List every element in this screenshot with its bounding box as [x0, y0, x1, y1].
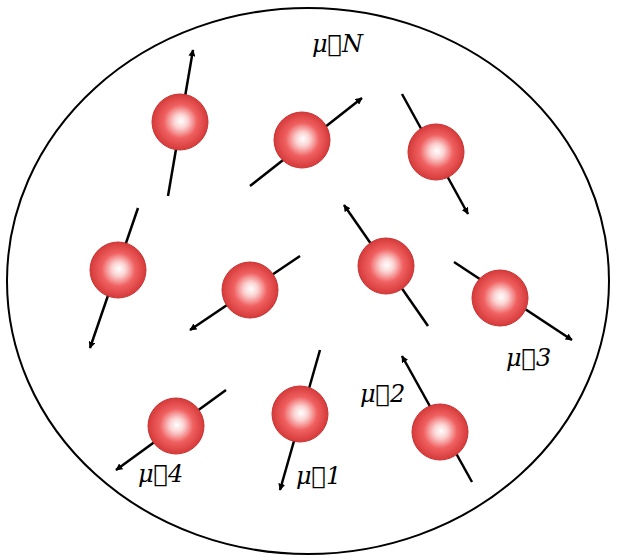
moment-label: μ⃗2 — [360, 380, 405, 409]
particles — [90, 94, 528, 460]
moment-arrow — [344, 205, 428, 326]
particle — [148, 398, 204, 454]
moment-label: μ⃗N — [312, 30, 363, 59]
moment-label: μ⃗1 — [296, 462, 341, 491]
moment-arrow — [250, 98, 362, 186]
particle — [472, 270, 528, 326]
container-outline — [7, 8, 609, 554]
moment-arrow — [402, 94, 468, 214]
moment-label: μ⃗4 — [138, 460, 183, 489]
moment-arrows — [90, 50, 572, 490]
moment-arrow — [454, 262, 572, 340]
particle — [222, 262, 278, 318]
particle — [274, 112, 330, 168]
particle — [408, 124, 464, 180]
particle — [412, 404, 468, 460]
moment-arrow — [116, 390, 226, 470]
particle — [358, 238, 414, 294]
moment-label: μ⃗3 — [506, 344, 551, 373]
particle — [90, 242, 146, 298]
moment-arrow — [402, 356, 472, 482]
particle — [152, 94, 208, 150]
particle — [272, 386, 328, 442]
moment-arrow — [190, 256, 300, 330]
